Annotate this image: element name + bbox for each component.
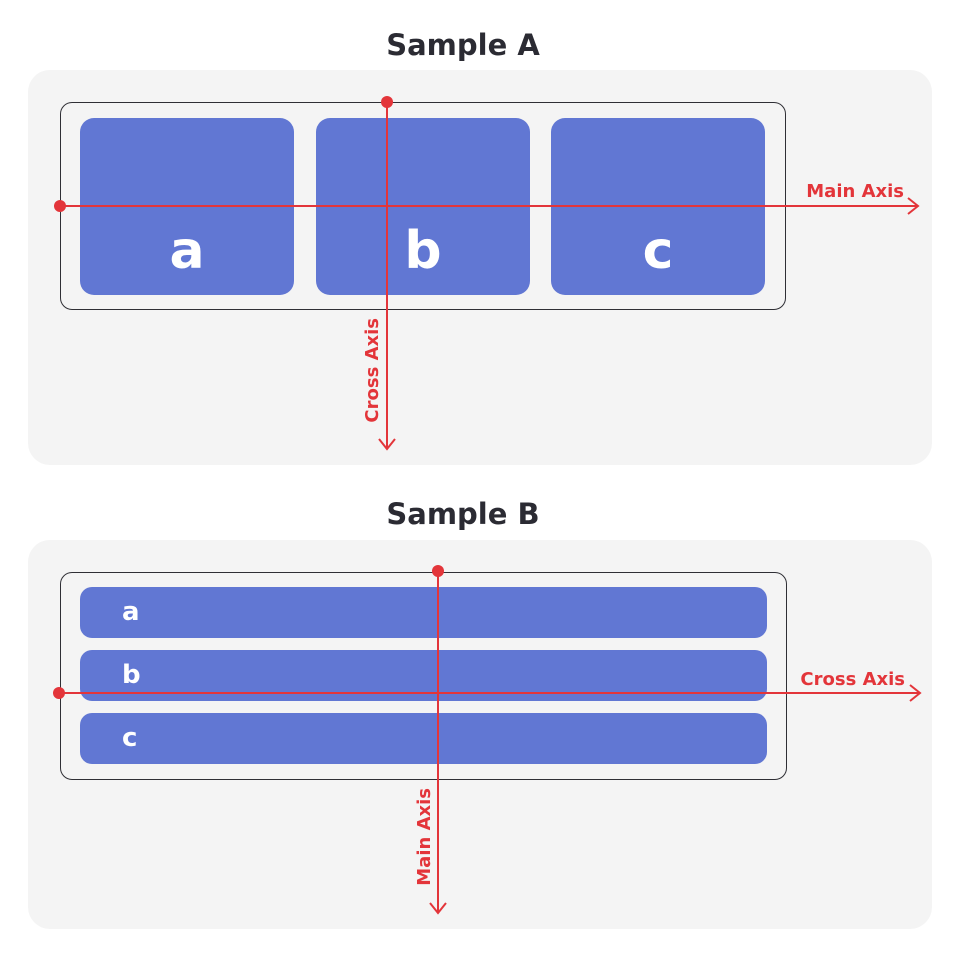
sample-a-horizontal-axis-origin-dot <box>54 200 66 212</box>
sample-a-vertical-axis-label: Cross Axis <box>362 318 383 423</box>
sample-b-vertical-axis: Main Axis <box>414 565 447 915</box>
sample-b-horizontal-axis-label: Cross Axis <box>800 669 905 690</box>
sample-b-item-c: c <box>80 713 767 764</box>
sample-a-horizontal-axis: Main Axis <box>54 181 920 215</box>
sample-a-title: Sample A <box>386 28 540 62</box>
sample-b-flex-container <box>60 572 787 780</box>
sample-b-vertical-axis-label: Main Axis <box>414 788 435 886</box>
sample-b-item-a: a <box>80 587 767 638</box>
sample-a-vertical-axis: Cross Axis <box>362 96 396 451</box>
sample-a-horizontal-axis-label: Main Axis <box>806 181 904 202</box>
sample-a-vertical-axis-origin-dot <box>381 96 393 108</box>
sample-b-title: Sample B <box>386 497 540 531</box>
sample-b-horizontal-axis-origin-dot <box>53 687 65 699</box>
sample-b-horizontal-axis: Cross Axis <box>53 669 922 702</box>
sample-b-vertical-axis-origin-dot <box>432 565 444 577</box>
